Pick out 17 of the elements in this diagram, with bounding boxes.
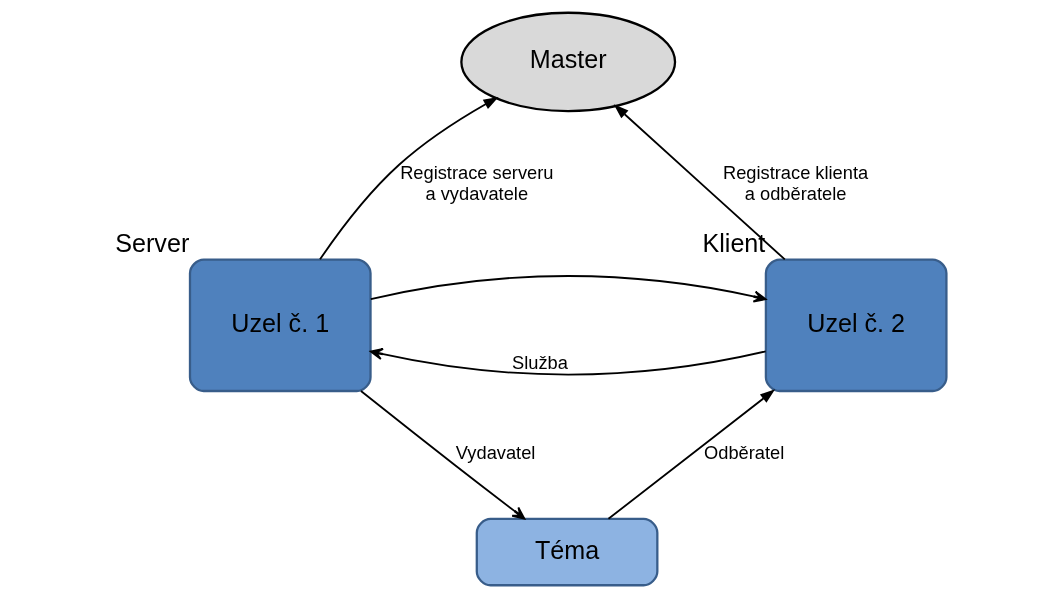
node-box: Uzel č. 2 bbox=[764, 258, 948, 393]
arrow bbox=[613, 104, 786, 261]
node-ellipse: Master bbox=[459, 11, 676, 113]
arrow bbox=[318, 96, 499, 261]
arrow bbox=[369, 348, 767, 376]
node-box: Uzel č. 1 bbox=[188, 258, 372, 393]
arrow bbox=[607, 389, 775, 520]
edge-label: Registrace klienta a odběratele bbox=[722, 162, 868, 204]
arrow bbox=[359, 390, 525, 520]
node-label: Server bbox=[114, 229, 189, 258]
edge-label: Odběratel bbox=[703, 442, 784, 464]
arrow bbox=[369, 275, 767, 303]
edge-label: Vydavatel bbox=[455, 442, 535, 464]
edge-label: Registrace serveru a vydavatele bbox=[399, 162, 553, 204]
node-box: Téma bbox=[475, 517, 658, 587]
node-label: Klient bbox=[701, 229, 765, 258]
edge-label: Služba bbox=[511, 351, 568, 373]
